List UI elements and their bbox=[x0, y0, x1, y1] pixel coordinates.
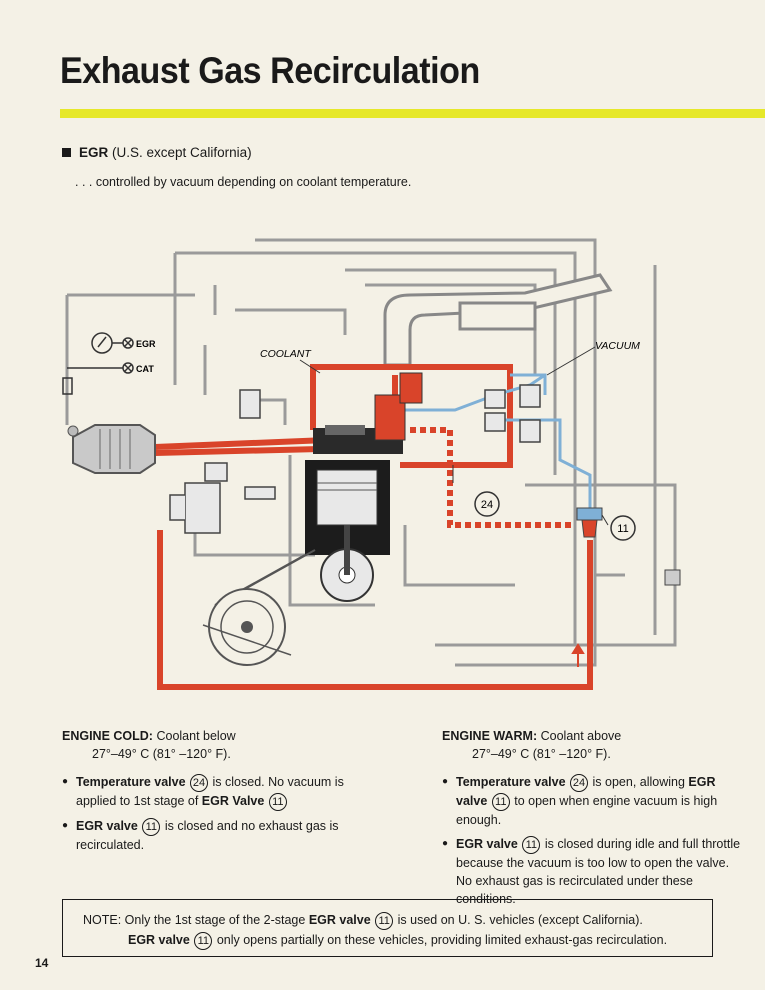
engine-warm-heading: ENGINE WARM: Coolant above bbox=[442, 727, 742, 745]
callout-number: 11 bbox=[268, 793, 287, 811]
egr-valve-11 bbox=[576, 507, 681, 586]
section-heading: EGR (U.S. except California) bbox=[62, 145, 252, 160]
coolant-label: COOLANT bbox=[260, 348, 312, 360]
engine-warm-title: ENGINE WARM: bbox=[442, 729, 538, 743]
note-box: NOTE: Only the 1st stage of the 2-stage … bbox=[62, 899, 713, 957]
callout-24: 24 bbox=[481, 499, 493, 511]
bold-term: EGR valve bbox=[76, 819, 138, 833]
note-text: only opens partially on these vehicles, … bbox=[216, 933, 668, 947]
callout-number: 11 bbox=[142, 818, 161, 836]
square-bullet-icon bbox=[62, 148, 71, 157]
page-number: 14 bbox=[35, 956, 49, 970]
list-item: EGR valve 11 is closed and no exhaust ga… bbox=[62, 817, 362, 854]
gauge-egr-label: EGR bbox=[136, 339, 156, 349]
cylinder-head bbox=[313, 372, 423, 454]
engine-cold-list: Temperature valve 24 is closed. No vacuu… bbox=[62, 773, 362, 854]
engine-cold-heading: ENGINE COLD: Coolant below bbox=[62, 727, 362, 745]
warning-lights bbox=[62, 332, 134, 395]
bold-term: EGR valve bbox=[308, 913, 371, 927]
hose-lines bbox=[65, 238, 677, 667]
vacuum-label: VACUUM bbox=[595, 340, 640, 352]
bold-term: EGR valve bbox=[456, 775, 716, 808]
bold-term: EGR valve bbox=[128, 933, 190, 947]
engine-warm-column: ENGINE WARM: Coolant above 27°–49° C (81… bbox=[442, 727, 742, 914]
bold-term: Temperature valve bbox=[76, 775, 186, 789]
control-valves bbox=[484, 384, 541, 443]
section-subtitle: . . . controlled by vacuum depending on … bbox=[75, 175, 412, 189]
catalytic-converter bbox=[67, 424, 156, 474]
callout-number: 24 bbox=[570, 774, 589, 792]
callout-number: 11 bbox=[522, 836, 541, 854]
flow-arrow-icon bbox=[571, 643, 585, 667]
bold-term: Temperature valve bbox=[456, 775, 566, 789]
callout-11: 11 bbox=[617, 523, 628, 535]
engine-cold-title: ENGINE COLD: bbox=[62, 729, 153, 743]
engine-warm-heading-rest: Coolant above bbox=[540, 729, 622, 743]
list-item: Temperature valve 24 is closed. No vacuu… bbox=[62, 773, 362, 811]
list-text: is closed and no exhaust gas is recircul… bbox=[76, 819, 339, 852]
list-text: is closed. No vacuum is applied to 1st s… bbox=[76, 775, 344, 808]
note-text: NOTE: Only the 1st stage of the 2-stage bbox=[83, 913, 306, 927]
callout-number: 11 bbox=[375, 912, 394, 930]
section-qualifier: (U.S. except California) bbox=[112, 145, 252, 160]
engine-warm-list: Temperature valve 24 is open, allowing E… bbox=[442, 773, 742, 908]
title-rule bbox=[60, 109, 765, 118]
egr-system-diagram: EGR CAT 24 bbox=[62, 238, 681, 690]
engine-cold-heading-rest: Coolant below bbox=[156, 729, 236, 743]
callout-number: 11 bbox=[194, 932, 213, 950]
note-line-1: NOTE: Only the 1st stage of the 2-stage … bbox=[83, 910, 712, 930]
note-text: is used on U. S. vehicles (except Califo… bbox=[397, 913, 643, 927]
list-text: to open when engine vacuum is high enoug… bbox=[456, 794, 718, 827]
list-item: Temperature valve 24 is open, allowing E… bbox=[442, 773, 742, 829]
list-item: EGR valve 11 is closed during idle and f… bbox=[442, 835, 742, 908]
section-label: EGR bbox=[79, 145, 109, 160]
temperature-valve-24 bbox=[452, 465, 500, 517]
note-line-2: EGR valve 11 only opens partially on the… bbox=[83, 930, 712, 950]
bold-term: EGR Valve bbox=[201, 794, 265, 808]
callout-number: 11 bbox=[491, 793, 510, 811]
bold-term: EGR valve bbox=[456, 837, 518, 851]
page-title: Exhaust Gas Recirculation bbox=[60, 50, 480, 91]
callout-number: 24 bbox=[190, 774, 209, 792]
egr-dashed-line bbox=[410, 427, 575, 528]
list-text: is open, allowing bbox=[592, 775, 685, 789]
distributor bbox=[169, 389, 276, 534]
engine-cold-range: 27°–49° C (81° –120° F). bbox=[92, 747, 231, 761]
air-intake bbox=[383, 273, 613, 367]
engine-cold-column: ENGINE COLD: Coolant below 27°–49° C (81… bbox=[62, 727, 362, 860]
gauge-cat-label: CAT bbox=[136, 364, 154, 374]
engine-warm-range: 27°–49° C (81° –120° F). bbox=[472, 747, 611, 761]
engine-block bbox=[202, 460, 390, 666]
